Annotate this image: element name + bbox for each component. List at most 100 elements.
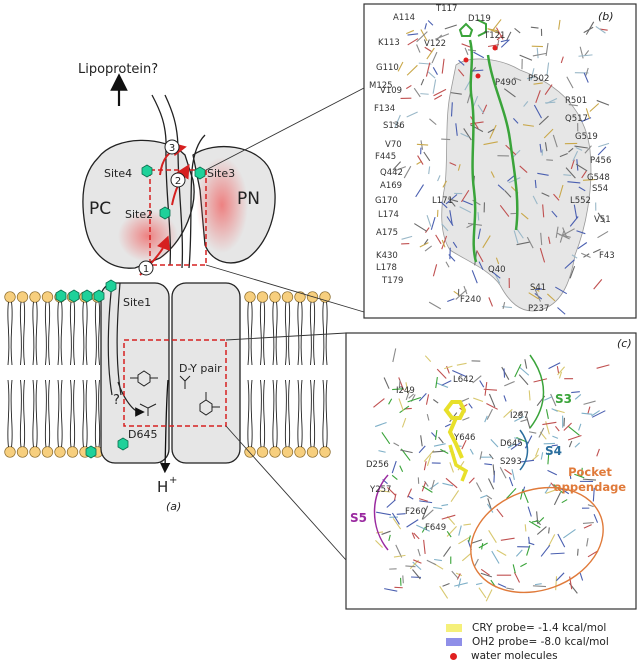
connector-b-top <box>205 87 365 171</box>
panel-c-residue-label: I297 <box>510 411 529 421</box>
site1-marker <box>105 279 117 293</box>
legend-label-water: water molecules <box>471 650 558 662</box>
step-2-label: 2 <box>175 176 181 187</box>
panel-b-residue-label: D119 <box>468 14 491 24</box>
panel-b-residue-label: L552 <box>570 196 591 206</box>
panel-b-label: (b) <box>598 10 614 23</box>
connector-b-bottom <box>205 264 365 313</box>
panel-a: 1 2 3 Lipoprotein? PC PN Site4 Site2 Sit… <box>4 62 365 561</box>
panel-b-residue-label: Q517 <box>565 114 588 124</box>
pn-label: PN <box>237 189 260 209</box>
legend-swatch-water <box>450 652 457 660</box>
d645-label: D645 <box>128 428 157 441</box>
panel-b-residue-label: R501 <box>565 96 587 106</box>
legend-item-water: water molecules <box>446 649 636 663</box>
panel-b-residue-label: G110 <box>376 63 399 73</box>
step-3-label: 3 <box>169 143 175 154</box>
proton-arrow <box>159 379 171 474</box>
connector-c-top <box>225 332 347 341</box>
panel-b-sticks <box>392 19 610 315</box>
ligand-chain-1 <box>468 39 478 263</box>
lipid <box>16 291 29 458</box>
panel-b-residue-label: T121 <box>483 31 505 41</box>
pocket-label-line2: appendage <box>554 480 626 494</box>
panel-b-residue-label: A175 <box>376 228 398 238</box>
proton-sup-label: + <box>169 475 177 486</box>
panel-b-residue-label: S136 <box>383 121 405 131</box>
lipid <box>319 291 331 458</box>
lipoprotein-label: Lipoprotein? <box>78 62 158 77</box>
panel-b-residue-label: L171 <box>432 196 453 206</box>
panel-c-frame <box>345 332 637 610</box>
panel-b-residue-label: T179 <box>381 276 403 286</box>
panel-c-residue-label: Y257 <box>369 485 391 495</box>
zoom-box-b <box>149 169 207 266</box>
panel-b-residue-label: F43 <box>599 251 615 261</box>
panel-b-residue-label: F240 <box>460 295 481 305</box>
cry-probe-tail <box>448 444 469 482</box>
panel-c-residue-label: I249 <box>396 386 415 396</box>
panel-b-residue-label: V109 <box>380 86 402 96</box>
lipid <box>294 291 306 458</box>
panel-c-residue-label: L642 <box>453 375 474 385</box>
lipid <box>244 291 256 458</box>
panel-c-residue-label: F649 <box>425 523 446 533</box>
lipid <box>256 291 269 458</box>
panel-b-residue-label: V122 <box>424 39 446 49</box>
legend-swatch-cry <box>446 624 462 632</box>
ligand-chain-2 <box>486 54 519 231</box>
panel-c-sticks <box>373 348 610 602</box>
lipid <box>306 291 319 458</box>
panel-c-residue-label: D256 <box>366 460 389 470</box>
legend-item-cry: CRY probe= -1.4 kcal/mol <box>446 621 636 635</box>
site2-marker <box>159 206 171 220</box>
s5-arc <box>373 474 389 551</box>
s4-arc <box>519 429 529 471</box>
residue-glyphs <box>130 370 220 416</box>
panel-c-residue-label: Y646 <box>453 433 475 443</box>
cry-probe-ligand <box>443 400 467 459</box>
panel-b-residue-label: P456 <box>590 156 611 166</box>
panel-b-residue-label: L174 <box>378 210 399 220</box>
lipid <box>54 291 66 458</box>
panel-b-residue-label: Q442 <box>380 168 403 178</box>
panel-b-residue-label: S54 <box>592 184 608 194</box>
ligand-head <box>458 19 487 37</box>
panel-c-residue-label: D645 <box>500 439 523 449</box>
dy-pair-label: D-Y pair <box>179 362 222 375</box>
site-markers <box>55 164 206 459</box>
site4-label: Site4 <box>104 167 132 180</box>
panel-b-residue-label: P490 <box>495 78 516 88</box>
proton-label: H <box>157 478 168 496</box>
panel-b-residue-label: V70 <box>385 140 402 150</box>
panel-b-residue-label: G519 <box>575 132 598 142</box>
panel-b-residue-label: F134 <box>374 104 395 114</box>
site4-marker <box>141 164 153 178</box>
site1-label: Site1 <box>123 296 151 309</box>
legend-label-oh2: OH2 probe= -8.0 kcal/mol <box>472 636 609 648</box>
site1-path-2 <box>116 282 122 396</box>
site1-path-1 <box>107 282 113 396</box>
legend: CRY probe= -1.4 kcal/mol OH2 probe= -8.0… <box>446 621 636 663</box>
pc-label: PC <box>89 199 111 219</box>
panel-b-residue-label: V51 <box>594 215 611 225</box>
panel-b-residue-label: F445 <box>375 152 396 162</box>
lipid <box>269 291 281 458</box>
lipid <box>29 291 41 458</box>
step-1-label: 1 <box>143 264 149 275</box>
panel-c-residue-label: F260 <box>405 507 426 517</box>
panel-b-residue-label: P237 <box>528 304 549 314</box>
substrate-arrow <box>117 381 145 417</box>
legend-item-oh2: OH2 probe= -8.0 kcal/mol <box>446 635 636 649</box>
legend-label-cry: CRY probe= -1.4 kcal/mol <box>472 622 607 634</box>
s3-arc <box>529 354 545 429</box>
lipid <box>66 291 79 458</box>
panel-a-label: (a) <box>166 500 181 513</box>
panel-b-residue-label: M125 <box>369 81 393 91</box>
connector-c-bottom <box>225 425 347 561</box>
s5-label: S5 <box>350 511 367 525</box>
panel-b-residue-label: S41 <box>530 283 546 293</box>
